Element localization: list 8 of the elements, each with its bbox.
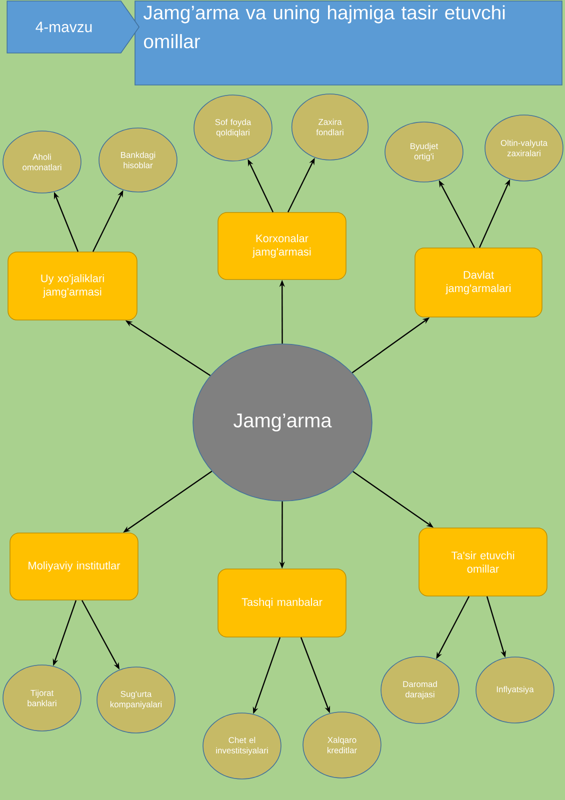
topic-tag: 4-mavzu xyxy=(6,0,140,54)
category-box: Davlat jamg'armalari xyxy=(414,248,542,318)
title-banner: Jamg’arma va uning hajmiga tasir etuvchi omillar xyxy=(134,0,562,86)
category-box: Korxonalar jamg'armasi xyxy=(218,212,346,280)
category-box: Tashqi manbalar xyxy=(218,568,346,638)
category-box: Uy xo'jaliklari jamg'armasi xyxy=(8,252,138,320)
category-box: Moliyaviy institutlar xyxy=(10,532,138,600)
category-box: Ta'sir etuvchi omillar xyxy=(418,528,548,596)
